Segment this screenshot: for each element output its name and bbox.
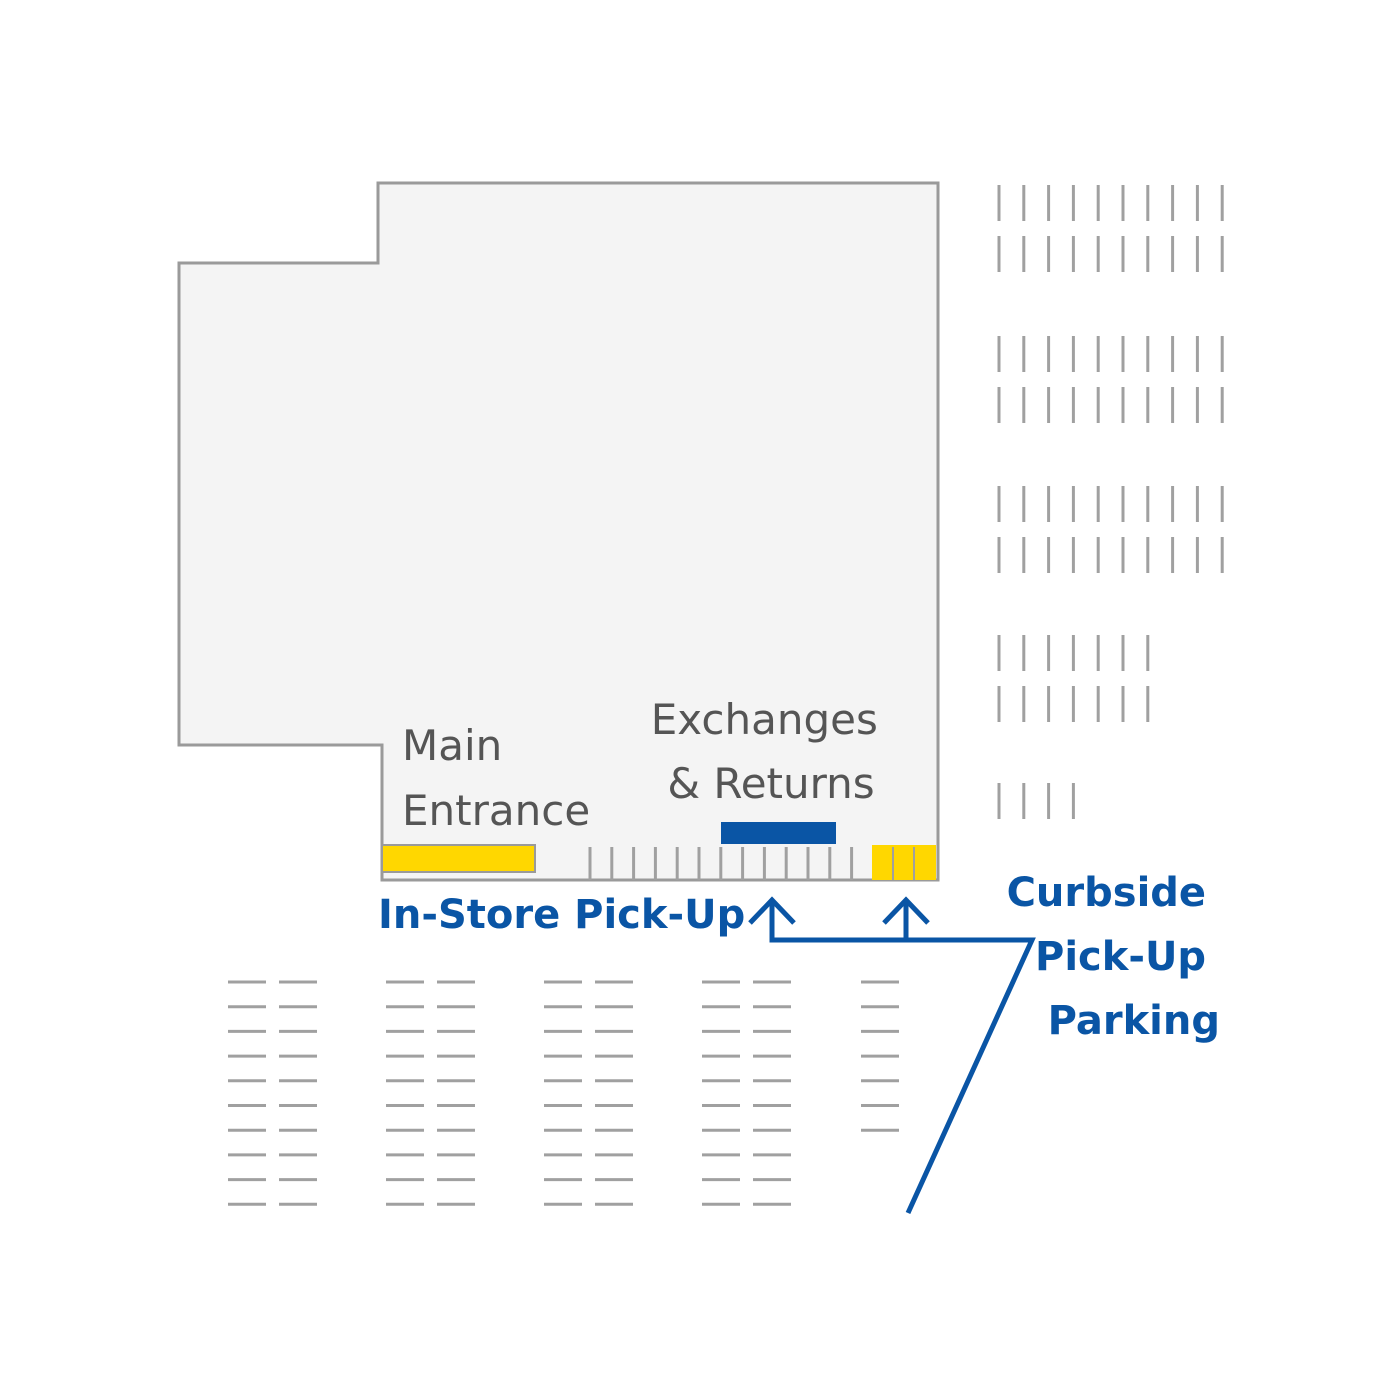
curbside-route-line	[769, 903, 1036, 1215]
front-parking-spots	[588, 847, 854, 880]
curbside-spots-marker	[872, 845, 936, 880]
main-entrance-marker	[381, 844, 536, 873]
store-building	[177, 181, 940, 882]
curbside-spot-dividers	[892, 847, 915, 880]
arrow-up-icon	[748, 896, 796, 925]
arrow-up-icon	[882, 896, 930, 925]
exchanges-returns-marker	[721, 822, 836, 844]
in-store-pickup-label: In-Store Pick-Up	[378, 892, 745, 938]
exchanges-returns-label: Exchanges & Returns	[651, 695, 891, 808]
bottom-parking-lot	[228, 980, 899, 1206]
curbside-pickup-label: Curbside Pick-Up Parking	[1007, 870, 1220, 1044]
right-parking-lot	[997, 185, 1224, 819]
main-entrance-label: Main Entrance	[402, 721, 590, 835]
